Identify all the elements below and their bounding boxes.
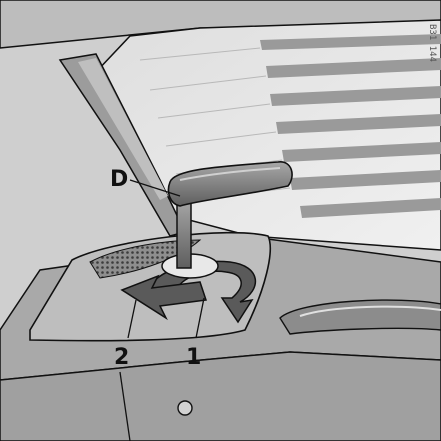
lock-button: [178, 401, 192, 415]
callout-d: D: [110, 167, 128, 192]
figure-code: B31 144: [427, 24, 437, 62]
tool-shaft: [177, 198, 191, 268]
callout-1: 1: [186, 345, 201, 370]
callout-2: 2: [114, 345, 129, 370]
